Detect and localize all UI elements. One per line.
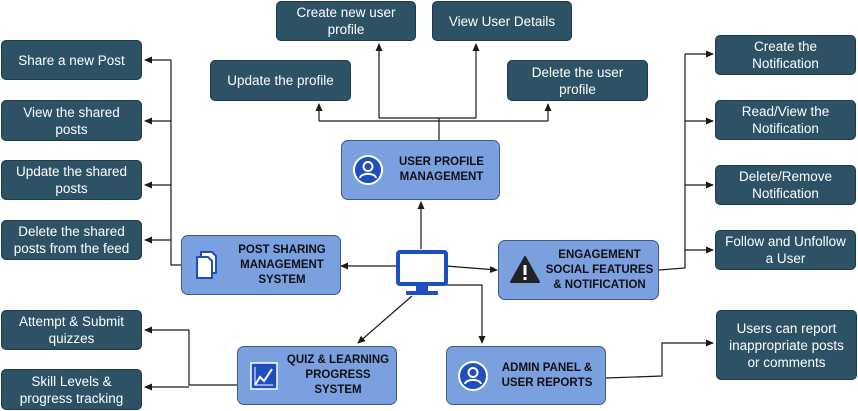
leaf-view-user-details: View User Details <box>432 1 572 41</box>
module-post-sharing: POST SHARING MANAGEMENT SYSTEM <box>181 235 341 295</box>
module-title: ADMIN PANEL & USER REPORTS <box>501 361 593 389</box>
leaf-report-posts: Users can report inappropriate posts or … <box>716 310 857 380</box>
leaf-delete-notification: Delete/Remove Notification <box>715 165 856 205</box>
leaf-share-post: Share a new Post <box>1 40 142 80</box>
documents-icon <box>196 251 217 279</box>
module-user-profile: USER PROFILE MANAGEMENT <box>341 140 500 200</box>
leaf-skill-progress: Skill Levels & progress tracking <box>1 369 142 410</box>
module-title: USER PROFILE MANAGEMENT <box>399 156 484 183</box>
leaf-delete-user-profile: Delete the user profile <box>507 60 648 101</box>
module-engagement: ENGAGEMENT SOCIAL FEATURES & NOTIFICATIO… <box>498 240 659 300</box>
leaf-view-shared-posts: View the shared posts <box>1 100 142 141</box>
leaf-create-notification: Create the Notification <box>715 35 856 75</box>
monitor-icon <box>396 250 448 295</box>
progress-chart-icon <box>250 361 278 390</box>
leaf-read-notification: Read/View the Notification <box>715 100 856 140</box>
warning-icon <box>510 256 540 283</box>
module-title: QUIZ & LEARNING PROGRESS SYSTEM <box>286 354 390 396</box>
leaf-create-user-profile: Create new user profile <box>276 1 416 41</box>
module-title: ENGAGEMENT SOCIAL FEATURES & NOTIFICATIO… <box>545 248 654 291</box>
user-icon <box>458 360 488 391</box>
leaf-attempt-quizzes: Attempt & Submit quizzes <box>1 310 142 350</box>
module-title: POST SHARING MANAGEMENT SYSTEM <box>238 243 326 286</box>
user-icon <box>353 155 383 185</box>
module-admin: ADMIN PANEL & USER REPORTS <box>446 346 606 405</box>
leaf-follow-unfollow: Follow and Unfollow a User <box>715 230 856 270</box>
leaf-delete-shared-posts: Delete the shared posts from the feed <box>1 220 142 260</box>
module-quiz: QUIZ & LEARNING PROGRESS SYSTEM <box>237 346 397 405</box>
leaf-update-profile: Update the profile <box>210 60 351 101</box>
leaf-update-shared-posts: Update the shared posts <box>1 160 142 200</box>
